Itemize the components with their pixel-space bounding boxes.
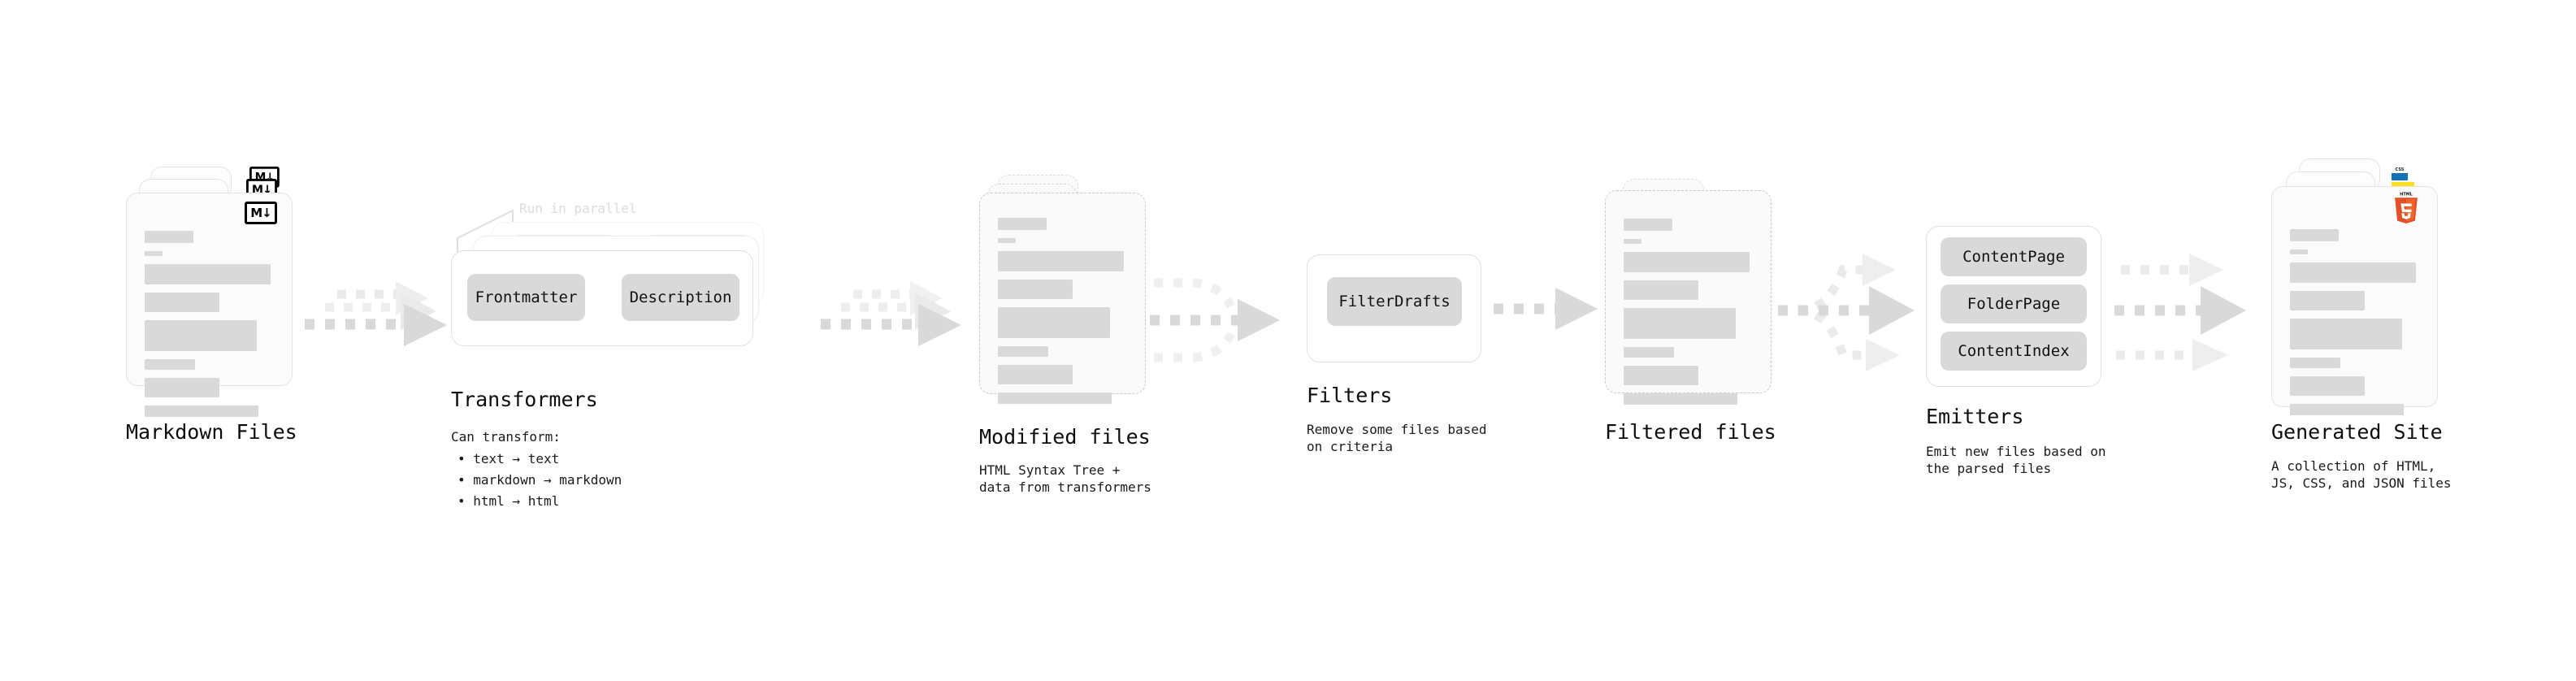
skeleton-bar bbox=[145, 264, 271, 284]
emitter-chip-folderpage[interactable]: FolderPage bbox=[1941, 284, 2087, 323]
skeleton-bar bbox=[998, 218, 1047, 230]
skeleton-bar bbox=[1624, 252, 1750, 272]
arrowhead bbox=[1238, 299, 1280, 341]
transformers-bullet-0: • text → text bbox=[458, 451, 560, 466]
arrowhead bbox=[404, 304, 447, 346]
transformers-bullet-2: • html → html bbox=[458, 493, 560, 509]
site-file-skeleton bbox=[2290, 229, 2419, 423]
skeleton-bar bbox=[2290, 291, 2365, 310]
markdown-file-skeleton bbox=[145, 231, 274, 425]
skeleton-bar bbox=[145, 378, 219, 397]
filtered-file-skeleton bbox=[1624, 219, 1753, 413]
skeleton-bar bbox=[145, 320, 257, 351]
skeleton-bar bbox=[2290, 249, 2308, 254]
arrowhead bbox=[2201, 286, 2246, 335]
arrowhead bbox=[1555, 288, 1598, 330]
filtered-file-front bbox=[1605, 190, 1772, 405]
markdown-badge: M↓ bbox=[245, 202, 277, 224]
skeleton-bar bbox=[998, 251, 1124, 271]
skeleton-bar bbox=[145, 231, 193, 243]
skeleton-bar bbox=[1624, 366, 1698, 385]
filters-caption: Filters bbox=[1307, 384, 1393, 407]
connector-modified-to-filters bbox=[1150, 278, 1280, 362]
skeleton-bar bbox=[1624, 393, 1737, 405]
arrowhead bbox=[1869, 286, 1915, 335]
connector-transformers-to-modified bbox=[821, 281, 961, 346]
site-file-html: HTML bbox=[2271, 186, 2438, 415]
generated-site-subcaption: A collection of HTML, JS, CSS, and JSON … bbox=[2271, 458, 2452, 491]
skeleton-bar bbox=[145, 251, 163, 256]
skeleton-bar bbox=[998, 307, 1110, 338]
chip-label: Description bbox=[629, 288, 732, 306]
skeleton-bar bbox=[998, 365, 1073, 384]
transformer-chip-frontmatter[interactable]: Frontmatter bbox=[467, 274, 585, 321]
chip-label: ContentPage bbox=[1962, 248, 2065, 266]
skeleton-bar bbox=[145, 359, 195, 370]
transformers-bullet-1: • markdown → markdown bbox=[458, 472, 622, 488]
modified-files-subcaption: HTML Syntax Tree + data from transformer… bbox=[979, 462, 1151, 495]
arrowhead bbox=[1866, 339, 1900, 371]
connector-filters-to-filtered bbox=[1494, 288, 1598, 330]
skeleton-bar bbox=[1624, 219, 1672, 231]
arrowhead bbox=[2192, 339, 2228, 371]
skeleton-bar bbox=[1624, 239, 1641, 244]
filtered-files-caption: Filtered files bbox=[1605, 420, 1776, 444]
chip-label: FilterDrafts bbox=[1338, 293, 1451, 310]
skeleton-bar bbox=[145, 406, 258, 417]
skeleton-bar bbox=[2290, 319, 2402, 349]
skeleton-bar bbox=[998, 238, 1016, 243]
connector-emitters-to-site bbox=[2114, 254, 2246, 371]
arrowhead bbox=[1863, 254, 1896, 286]
chip-label: Frontmatter bbox=[475, 288, 578, 306]
transformer-chip-description[interactable]: Description bbox=[622, 274, 739, 321]
emitters-subcaption: Emit new files based on the parsed files bbox=[1926, 444, 2106, 476]
markdown-file-front: M↓ bbox=[126, 193, 293, 417]
skeleton-bar bbox=[1624, 347, 1674, 358]
skeleton-bar bbox=[2290, 262, 2416, 283]
css3-badge-text: CSS bbox=[2395, 167, 2405, 172]
skeleton-bar bbox=[1624, 280, 1698, 300]
generated-site-caption: Generated Site bbox=[2271, 420, 2443, 444]
transformers-subcaption: Can transform: bbox=[451, 429, 561, 445]
filter-chip-filterdrafts[interactable]: FilterDrafts bbox=[1327, 277, 1462, 326]
skeleton-bar bbox=[998, 393, 1112, 404]
arrowhead bbox=[2189, 254, 2223, 286]
skeleton-bar bbox=[2290, 376, 2365, 396]
emitter-chip-contentpage[interactable]: ContentPage bbox=[1941, 237, 2087, 276]
filters-subcaption: Remove some files based on criteria bbox=[1307, 422, 1487, 454]
skeleton-bar bbox=[145, 293, 219, 312]
svg-text:HTML: HTML bbox=[2400, 193, 2413, 197]
transformers-caption: Transformers bbox=[451, 388, 598, 411]
skeleton-bar bbox=[2290, 229, 2339, 241]
skeleton-bar bbox=[1624, 308, 1736, 339]
run-in-parallel-label: Run in parallel bbox=[519, 201, 637, 216]
skeleton-bar bbox=[998, 346, 1048, 357]
html5-badge: HTML bbox=[2395, 193, 2418, 223]
css3-badge: CSS bbox=[2392, 167, 2408, 180]
chip-label: FolderPage bbox=[1967, 295, 2061, 313]
skeleton-bar bbox=[2290, 404, 2404, 415]
emitter-chip-contentindex[interactable]: ContentIndex bbox=[1941, 332, 2087, 371]
connector-md-to-transformers bbox=[305, 281, 447, 346]
markdown-files-caption: Markdown Files bbox=[126, 420, 297, 444]
modified-file-front bbox=[979, 193, 1146, 404]
skeleton-bar bbox=[998, 280, 1073, 299]
modified-file-skeleton bbox=[998, 218, 1127, 412]
emitters-caption: Emitters bbox=[1926, 405, 2024, 428]
connector-filtered-to-emitters bbox=[1778, 254, 1915, 371]
modified-files-caption: Modified files bbox=[979, 425, 1151, 449]
skeleton-bar bbox=[2290, 358, 2340, 368]
arrowhead bbox=[918, 304, 961, 346]
chip-label: ContentIndex bbox=[1958, 342, 2070, 360]
